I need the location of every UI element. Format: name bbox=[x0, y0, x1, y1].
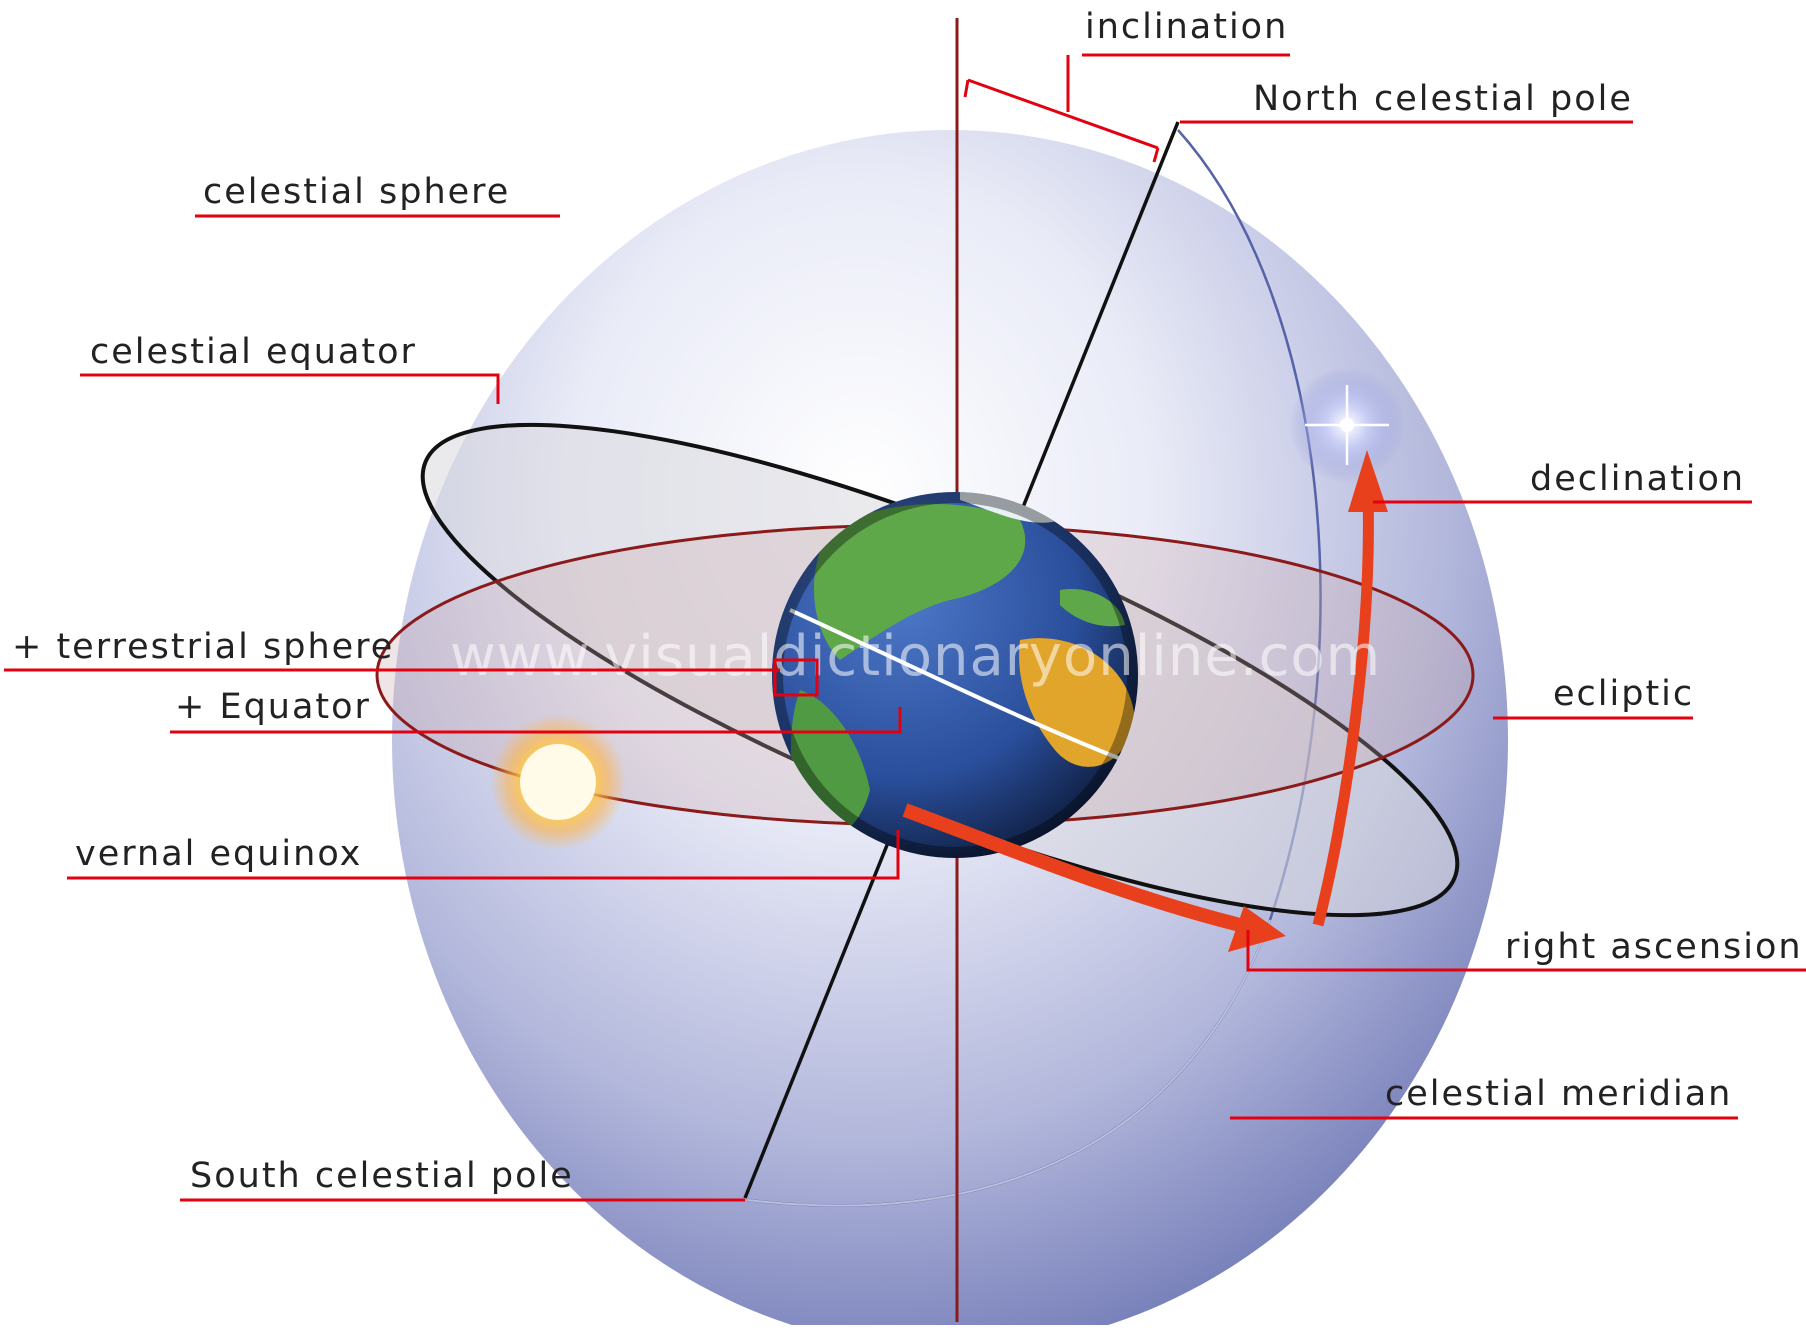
leader-vernal-equinox bbox=[67, 830, 900, 880]
label-vernal-equinox: vernal equinox bbox=[75, 834, 362, 874]
leader-celestial-equator bbox=[80, 373, 500, 404]
earth-equator-line bbox=[789, 608, 1138, 772]
label-north-celestial-pole: North celestial pole bbox=[1253, 79, 1633, 119]
leader-right-ascension bbox=[1246, 930, 1806, 972]
sun-icon bbox=[490, 714, 626, 850]
right-ascension-arrow bbox=[902, 803, 1242, 932]
inclination-bracket bbox=[963, 78, 1160, 163]
label-declination: declination bbox=[1530, 459, 1745, 499]
label-ecliptic: ecliptic bbox=[1553, 674, 1694, 714]
label-celestial-sphere: celestial sphere bbox=[203, 172, 510, 212]
label-celestial-meridian: celestial meridian bbox=[1385, 1074, 1732, 1114]
label-terrestrial-sphere: + terrestrial sphere bbox=[12, 627, 394, 667]
label-equator: + Equator bbox=[175, 687, 371, 727]
label-celestial-equator: celestial equator bbox=[90, 332, 417, 372]
leader-equator bbox=[170, 707, 902, 734]
earth-icon bbox=[772, 492, 1138, 858]
declination-arrow bbox=[1312, 494, 1374, 927]
leader-lines bbox=[4, 53, 1806, 1202]
watermark: www.visualdictionaryonline.com bbox=[450, 624, 1381, 689]
terrestrial-sphere-marker bbox=[773, 658, 819, 697]
label-south-celestial-pole: South celestial pole bbox=[190, 1156, 574, 1196]
label-right-ascension: right ascension bbox=[1505, 927, 1803, 967]
star-icon bbox=[1289, 367, 1405, 483]
label-inclination: inclination bbox=[1085, 7, 1288, 47]
